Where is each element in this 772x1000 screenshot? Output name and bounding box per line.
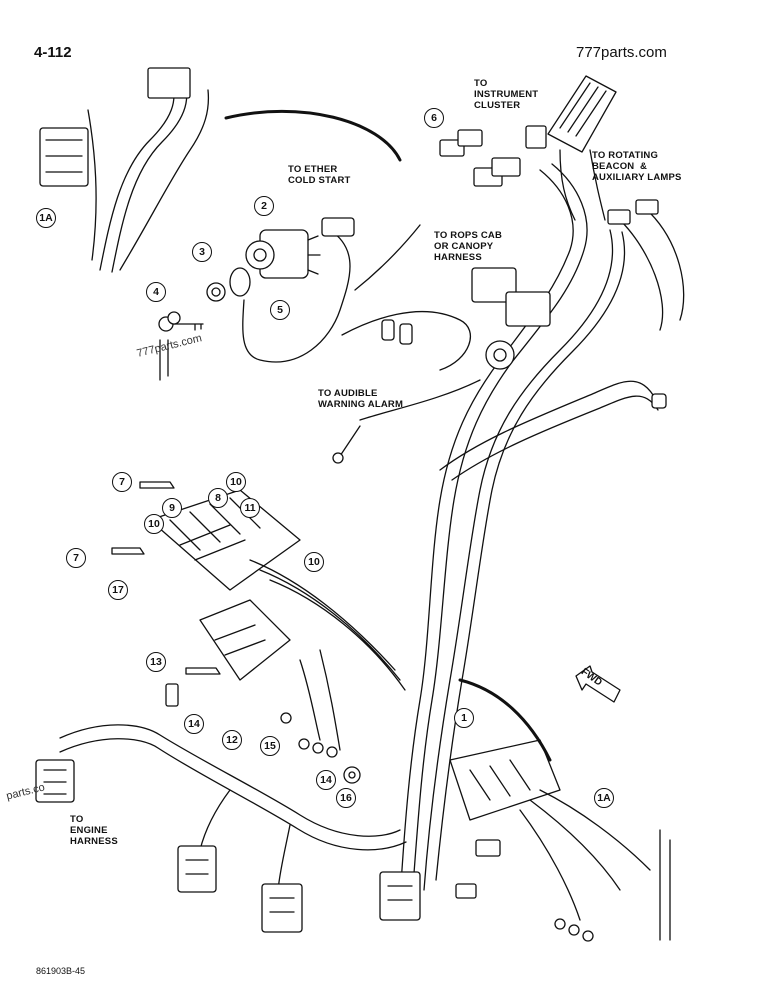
- label-instrument-cluster: TO INSTRUMENT CLUSTER: [474, 78, 539, 111]
- engine-connectors: [35, 759, 421, 933]
- callout-1a-bottom: 1A: [594, 788, 614, 808]
- connector-1a-bottom: [449, 739, 671, 942]
- callout-15: 15: [260, 736, 280, 756]
- washer-icon: [229, 267, 251, 297]
- key-icon: [158, 311, 204, 381]
- hardware-fasteners: [111, 481, 361, 784]
- callout-2: 2: [254, 196, 274, 216]
- callout-11: 11: [240, 498, 260, 518]
- page-number: 4-112: [34, 44, 72, 61]
- rops-connectors: [471, 267, 551, 327]
- fwd-arrow-icon: [575, 665, 621, 703]
- callout-14b: 14: [316, 770, 336, 790]
- ignition-switch-icon: [245, 229, 321, 279]
- site-name: 777parts.com: [576, 44, 667, 61]
- label-rops: TO ROPS CAB OR CANOPY HARNESS: [434, 230, 503, 263]
- callout-12: 12: [222, 730, 242, 750]
- callout-1: 1: [454, 708, 474, 728]
- relay-block-icon: [149, 489, 406, 758]
- callout-7a: 7: [112, 472, 132, 492]
- drawing-number: 861903B-45: [36, 966, 86, 976]
- callout-1a-top: 1A: [36, 208, 56, 228]
- callout-8: 8: [208, 488, 228, 508]
- nut-3-icon: [206, 282, 226, 302]
- callout-10b: 10: [144, 514, 164, 534]
- callout-17: 17: [108, 580, 128, 600]
- main-harness-trunk: [399, 163, 659, 901]
- beacon-leads: [607, 199, 685, 409]
- label-alarm: TO AUDIBLE WARNING ALARM: [318, 388, 404, 410]
- callout-13: 13: [146, 652, 166, 672]
- callout-10c: 10: [304, 552, 324, 572]
- connectors-6: [439, 129, 521, 187]
- callout-14a: 14: [184, 714, 204, 734]
- label-ether: TO ETHER COLD START: [288, 164, 351, 186]
- callout-9: 9: [162, 498, 182, 518]
- callout-4: 4: [146, 282, 166, 302]
- connector-1a-top: [39, 67, 210, 273]
- instrument-cluster-connector: [525, 75, 617, 221]
- callout-7b: 7: [66, 548, 86, 568]
- callout-10a: 10: [226, 472, 246, 492]
- label-rotating-beacon: TO ROTATING BEACON & AUXILIARY LAMPS: [592, 150, 682, 183]
- callout-16: 16: [336, 788, 356, 808]
- ignition-wires: [242, 217, 515, 464]
- callout-6: 6: [424, 108, 444, 128]
- label-engine: TO ENGINE HARNESS: [70, 814, 118, 847]
- callout-5: 5: [270, 300, 290, 320]
- callout-3: 3: [192, 242, 212, 262]
